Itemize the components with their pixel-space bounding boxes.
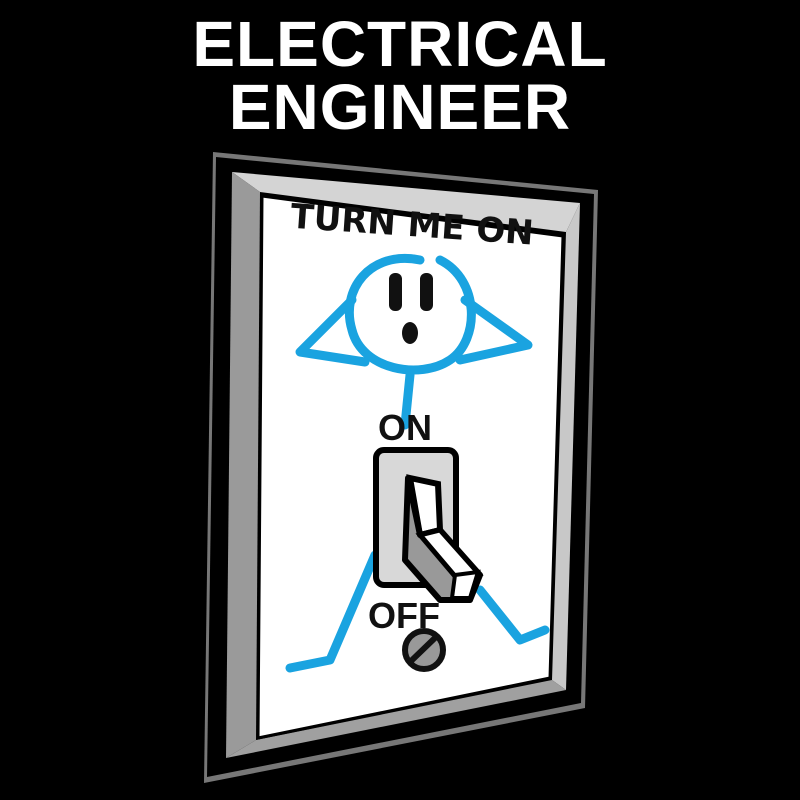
title-line-1: ELECTRICAL	[192, 8, 608, 80]
toggle-switch-icon[interactable]	[373, 447, 484, 603]
on-label: ON	[378, 407, 432, 448]
screw-icon	[402, 628, 446, 672]
outlet-face-icon	[285, 254, 550, 673]
outlet-face-features	[389, 273, 433, 344]
title-line-2: ENGINEER	[228, 71, 572, 143]
